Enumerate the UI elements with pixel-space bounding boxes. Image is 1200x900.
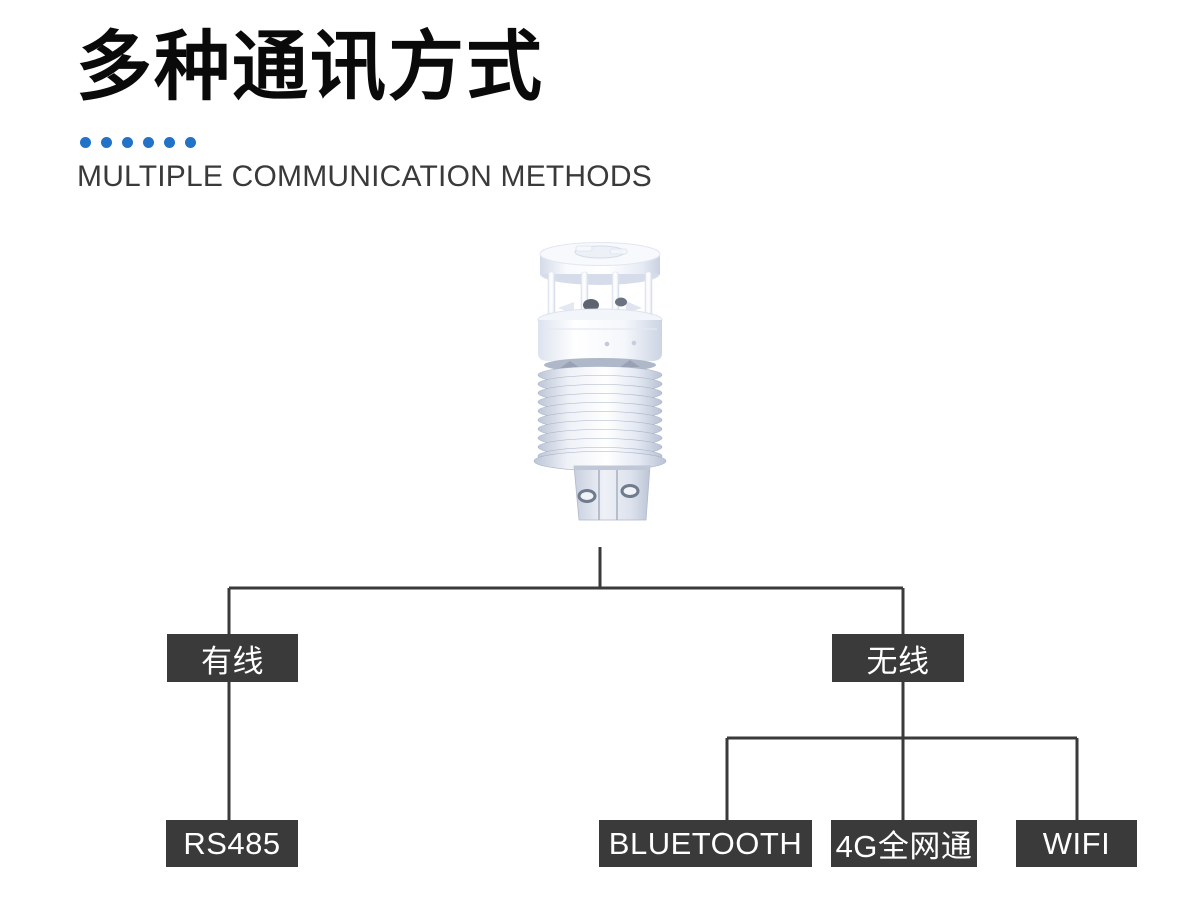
sensor-top-cap — [539, 242, 661, 285]
mounting-bracket — [573, 465, 651, 521]
accent-dots — [80, 137, 196, 148]
weather-station-product-image — [533, 242, 667, 521]
accent-dot — [80, 137, 91, 148]
accent-dot — [101, 137, 112, 148]
accent-dot — [164, 137, 175, 148]
accent-dot — [122, 137, 133, 148]
node-rs485: RS485 — [166, 820, 298, 867]
node-wifi: WIFI — [1016, 820, 1137, 867]
node-wired: 有线 — [167, 634, 298, 682]
accent-dot — [143, 137, 154, 148]
accent-dot — [185, 137, 196, 148]
node-bluetooth: BLUETOOTH — [599, 820, 812, 867]
sensor-housing — [537, 308, 663, 372]
page-subtitle: MULTIPLE COMMUNICATION METHODS — [77, 160, 652, 193]
radiation-shield-louvers — [533, 366, 667, 471]
page-title: 多种通讯方式 — [76, 25, 544, 110]
node-wireless: 无线 — [832, 634, 964, 682]
node-4g: 4G全网通 — [831, 820, 977, 867]
